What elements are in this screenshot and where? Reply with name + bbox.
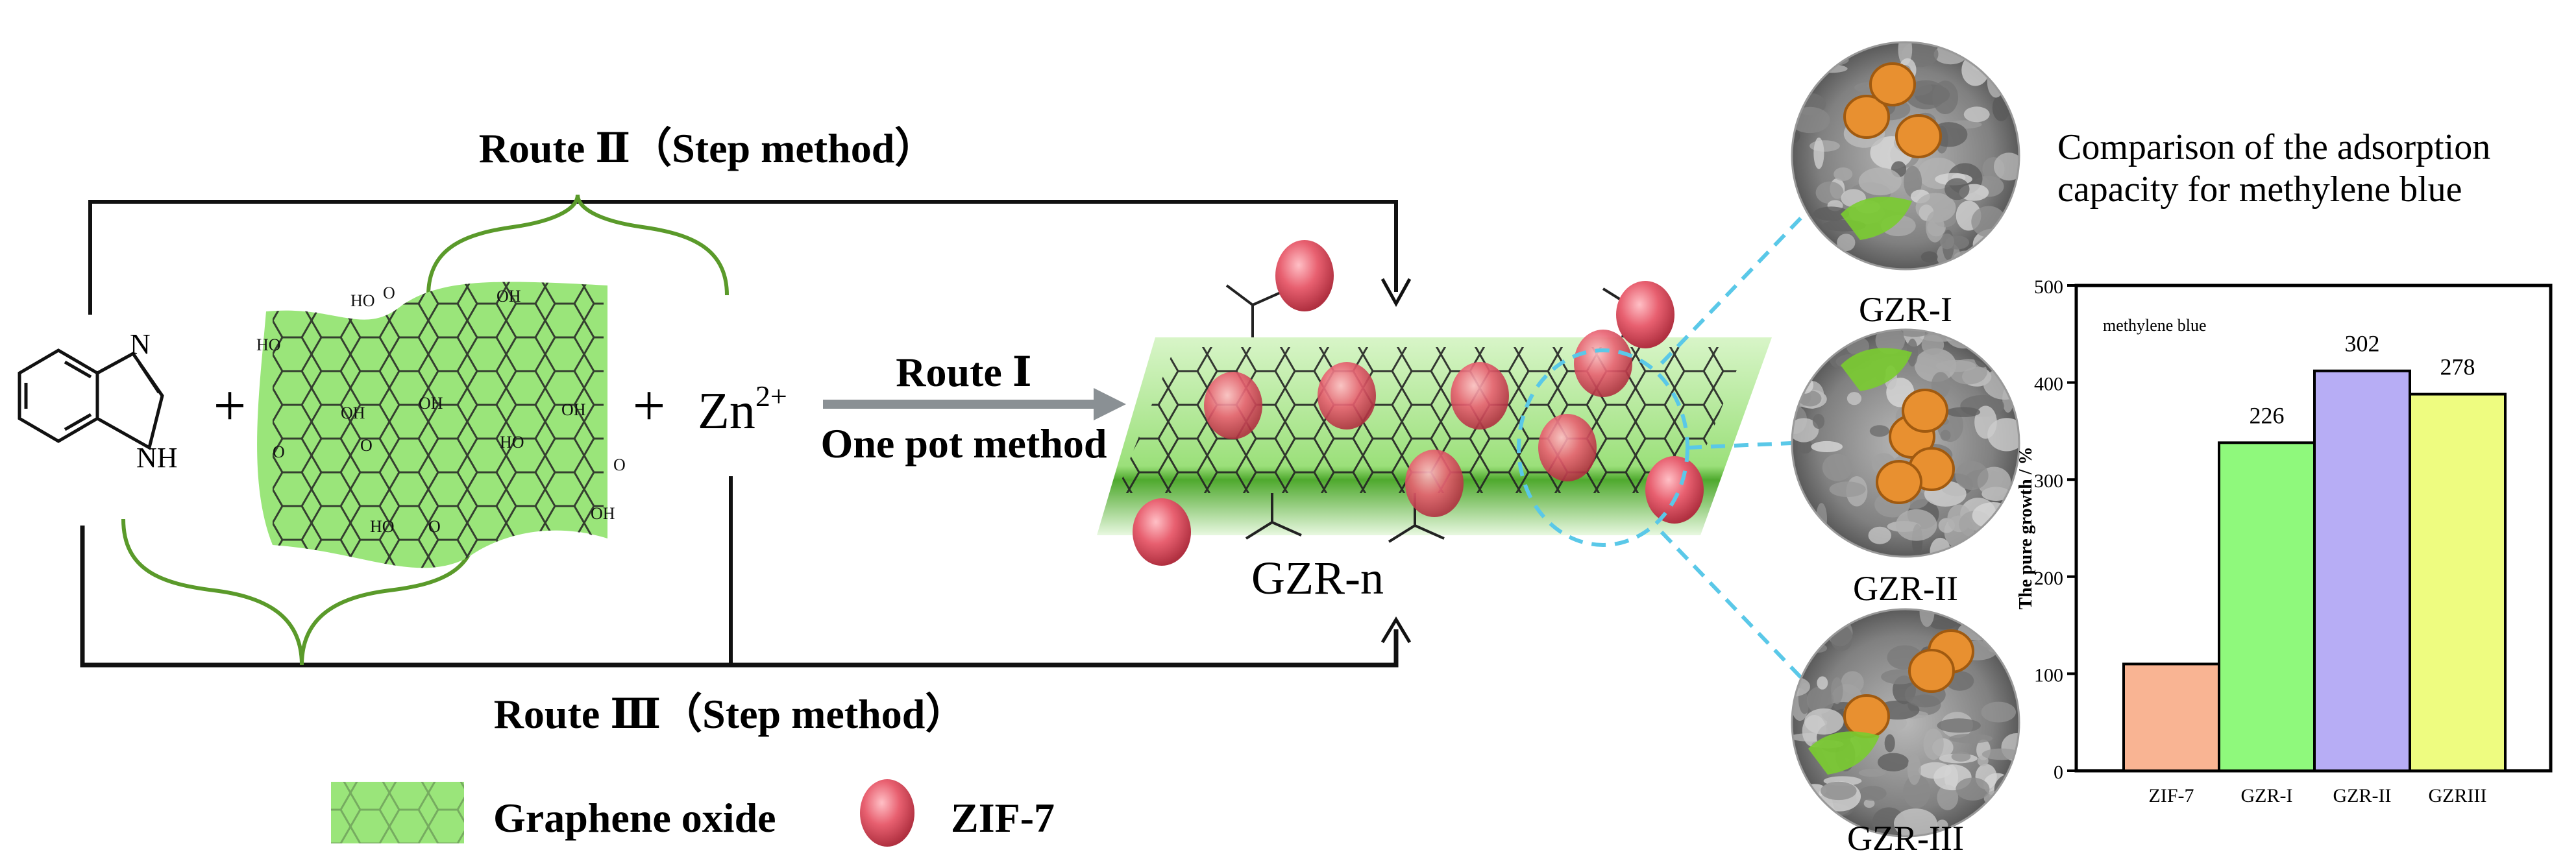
bar-gzr-i [2218, 441, 2316, 772]
sem-images: GZR-I GZR-II GZR-III [1791, 41, 2020, 858]
legend: Graphene oxide ZIF-7 [331, 779, 1055, 847]
go-group-label: O [428, 517, 441, 536]
go-group-label: O [360, 436, 373, 455]
sem-image-2 [1791, 328, 2020, 558]
legend-graphene-oxide-icon [331, 782, 464, 843]
y-tick-label: 300 [2034, 470, 2063, 492]
graphene-oxide-structure [257, 282, 607, 568]
data-label: 278 [2440, 354, 2475, 380]
go-group-label: OH [341, 404, 365, 422]
go-group-label: OH [497, 287, 521, 306]
benzimidazole-n-label: N [130, 328, 151, 360]
zoom-connectors [1660, 206, 1813, 690]
plus-sign-1: + [214, 374, 247, 438]
bar-gzriii [2409, 393, 2507, 772]
route-3-brace [121, 518, 479, 666]
route-3-path [80, 476, 1412, 668]
product-label: GZR-n [1251, 552, 1384, 604]
go-group-label: HO [500, 433, 524, 452]
benzimidazole-structure [18, 348, 164, 450]
go-group-label: OH [591, 504, 615, 523]
route-3-label: Route Ⅲ（Step method） [494, 691, 967, 737]
gzr-n-product [1097, 240, 1772, 566]
x-tick-label: GZRIII [2429, 785, 2487, 806]
route-2-label: Route Ⅱ（Step method） [479, 125, 937, 171]
zinc-ion: Zn2+ [698, 380, 787, 440]
route-2-brace [426, 194, 729, 296]
chart-annotation: methylene blue [2103, 316, 2207, 335]
data-label: 226 [2250, 402, 2285, 428]
chart-title-line-2: capacity for methylene blue [2057, 169, 2462, 210]
y-axis-label: The pure growth / % [2016, 447, 2036, 610]
x-tick-label: ZIF-7 [2149, 785, 2194, 806]
plus-sign-2: + [633, 374, 666, 438]
sem-label-2: GZR-II [1853, 569, 1958, 608]
bar-gzr-ii [2313, 369, 2411, 772]
go-group-label: O [613, 455, 626, 474]
sem-label-3: GZR-III [1847, 819, 1964, 858]
sem-image-3 [1791, 608, 2020, 838]
go-group-label: O [273, 442, 285, 461]
legend-graphene-oxide-label: Graphene oxide [493, 795, 776, 841]
route-1-arrow [823, 388, 1126, 420]
go-functional-groups: HO O OH HO OH OH OH HO O O O OH HO O [256, 284, 626, 536]
go-group-label: O [383, 284, 395, 302]
route-1-method: One pot method [821, 420, 1107, 466]
legend-zif7-icon [860, 779, 914, 847]
chart-title-line-1: Comparison of the adsorption [2057, 127, 2490, 167]
go-group-label: HO [350, 291, 375, 310]
y-tick-label: 100 [2034, 664, 2063, 686]
route-1-label: Route Ⅰ [896, 349, 1031, 395]
legend-zif7-label: ZIF-7 [951, 795, 1055, 841]
y-tick-label: 0 [2054, 762, 2063, 783]
zif7-particles [1133, 240, 1704, 566]
sem-label-1: GZR-I [1859, 290, 1952, 329]
x-tick-label: GZR-I [2241, 785, 2293, 806]
y-tick-label: 500 [2034, 276, 2063, 298]
adsorption-bar-chart: Comparison of the adsorption capacity fo… [2016, 127, 2553, 806]
go-group-label: OH [419, 394, 443, 413]
sem-image-1 [1791, 41, 2020, 271]
x-tick-label: GZR-II [2333, 785, 2392, 806]
y-tick-label: 400 [2034, 374, 2063, 395]
route-2-path [88, 200, 1412, 315]
benzimidazole-nh-label: NH [136, 442, 178, 474]
y-tick-label: 200 [2034, 568, 2063, 589]
data-label: 302 [2345, 331, 2380, 357]
go-group-label: OH [561, 400, 586, 419]
go-group-label: HO [256, 335, 281, 354]
bar-zif-7 [2122, 662, 2220, 772]
go-group-label: HO [370, 517, 395, 536]
